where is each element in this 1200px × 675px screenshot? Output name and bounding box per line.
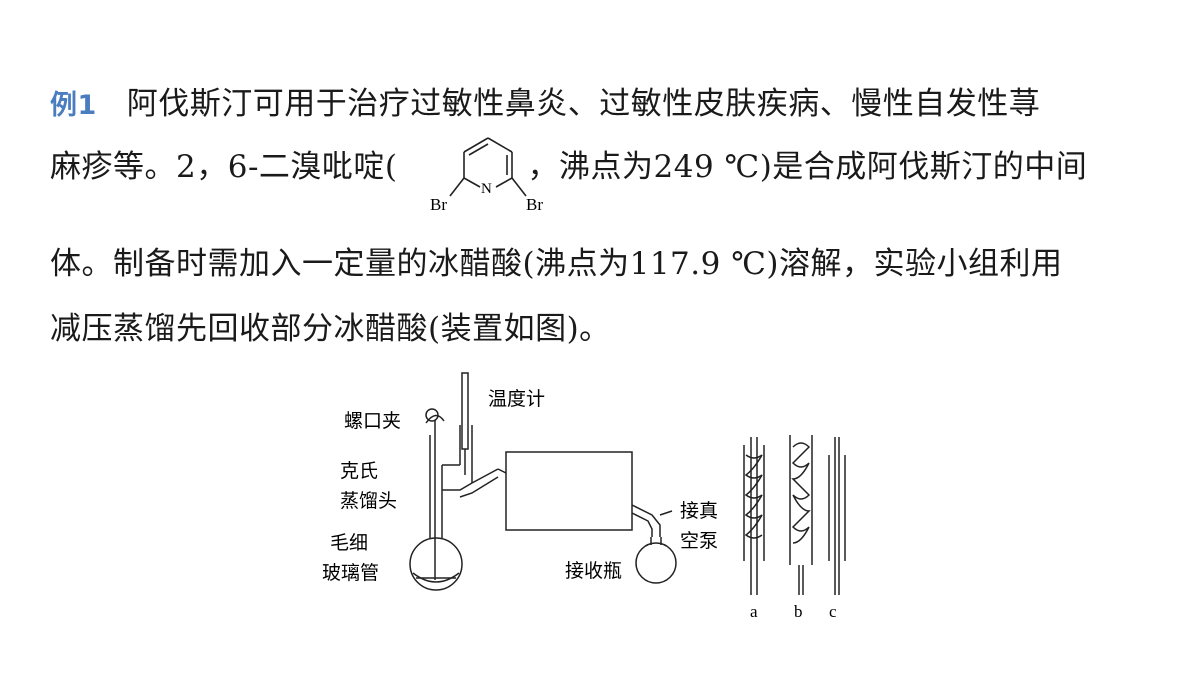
question-line-2: 麻疹等。2，6-二溴吡啶( ，沸点为249 ℃)是合成阿伐斯汀的中间 <box>50 147 1155 187</box>
label-capillary-1: 毛细 <box>330 532 368 554</box>
label-claisen-1: 克氏 <box>340 460 378 482</box>
label-screw-clamp: 螺口夹 <box>344 410 401 432</box>
flask-liquid <box>412 572 460 583</box>
atom-n: N <box>481 181 492 197</box>
question-line-1: 例1 阿伐斯汀可用于治疗过敏性鼻炎、过敏性皮肤疾病、慢性自发性荨 <box>50 84 1155 126</box>
bond <box>495 177 513 188</box>
line2-after: ，沸点为249 ℃)是合成阿伐斯汀的中间 <box>527 149 1088 185</box>
label-vacuum-1: 接真 <box>680 500 718 522</box>
label-a: a <box>750 602 758 621</box>
question-line-3: 体。制备时需加入一定量的冰醋酸(沸点为117.9 ℃)溶解，实验小组利用 <box>50 246 1063 282</box>
label-vacuum-2: 空泵 <box>680 530 718 552</box>
distillation-flask <box>409 537 463 591</box>
question-line-4: 减压蒸馏先回收部分冰醋酸(装置如图)。 <box>50 311 611 347</box>
label-capillary-2: 玻璃管 <box>322 562 379 584</box>
bond <box>463 177 481 188</box>
vacuum-distillation-apparatus: 温度计 螺口夹 克氏 蒸馏头 毛细 玻璃管 接真 空泵 接收瓶 a b c <box>322 372 846 621</box>
line2-before: 麻疹等。2，6-二溴吡啶( <box>50 149 398 185</box>
label-claisen-2: 蒸馏头 <box>340 490 397 512</box>
bond-br-left <box>449 177 465 197</box>
bond <box>463 137 489 153</box>
line1-text: 阿伐斯汀可用于治疗过敏性鼻炎、过敏性皮肤疾病、慢性自发性荨 <box>126 86 1041 122</box>
atom-br-right: Br <box>526 195 543 214</box>
example-tag: 例1 <box>50 90 97 121</box>
label-receiver: 接收瓶 <box>565 560 622 582</box>
label-thermometer: 温度计 <box>488 388 545 410</box>
label-b: b <box>794 602 803 621</box>
receiver-flask <box>635 542 677 584</box>
atom-br-left: Br <box>430 195 447 214</box>
label-c: c <box>829 602 837 621</box>
thermometer-icon <box>461 372 469 450</box>
bond-double <box>468 143 489 156</box>
condenser-box <box>505 451 633 531</box>
bond-br-right <box>511 177 527 197</box>
dibromopyridine-structure: N Br Br <box>430 137 543 214</box>
bond <box>487 137 513 153</box>
